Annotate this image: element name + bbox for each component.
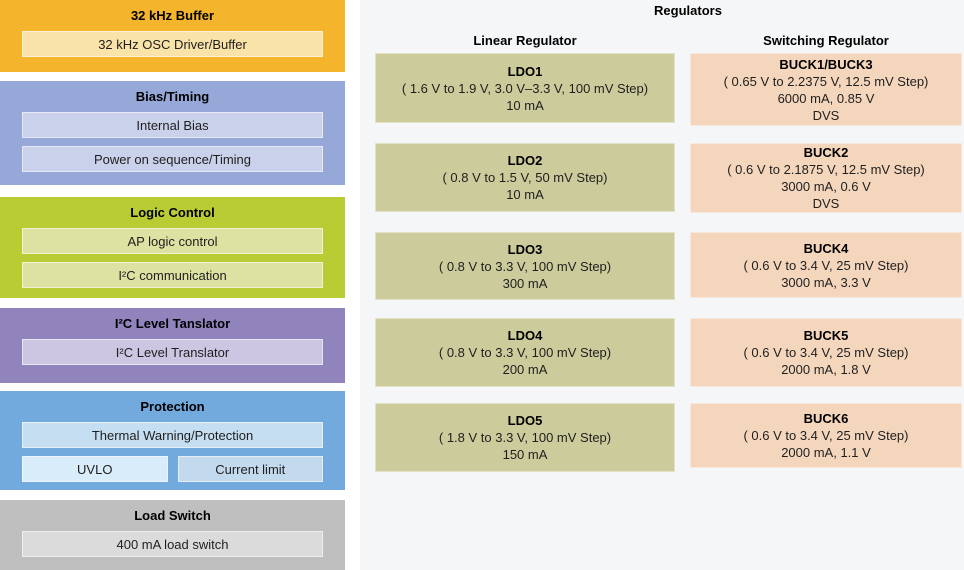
- regulator-name: BUCK4: [803, 240, 849, 256]
- regulator-spec-line: 10 mA: [506, 187, 544, 202]
- regulator-spec-line: ( 0.8 V to 3.3 V, 100 mV Step): [438, 258, 612, 274]
- regulator-spec-line: ( 0.6 V to 3.4 V, 25 mV Step): [743, 428, 909, 443]
- regulator-box-ldo2: LDO2 ( 0.8 V to 1.5 V, 50 mV Step) 10 mA: [375, 143, 675, 212]
- block-item-i-c-level-translator: I²C Level Translator: [22, 339, 323, 365]
- regulator-box-buck6: BUCK6 ( 0.6 V to 3.4 V, 25 mV Step) 2000 m…: [690, 403, 962, 468]
- regulator-name: LDO2: [507, 153, 543, 168]
- regulator-name: LDO5: [507, 413, 543, 428]
- regulator-spec-line: 6000 mA, 0.85 V: [777, 90, 875, 106]
- block-item-ap-logic-control: AP logic control: [22, 228, 323, 254]
- block-item-i-c-communication: I²C communication: [22, 262, 323, 288]
- block-item-32-khz-osc-driver-buffer: 32 kHz OSC Driver/Buffer: [22, 31, 323, 57]
- regulator-name: BUCK1/BUCK3: [779, 56, 873, 72]
- regulator-box-buck4: BUCK4( 0.6 V to 3.4 V, 25 mV Step)3000 m…: [690, 232, 962, 298]
- regulator-spec-line: 2000 mA, 1.8 V: [781, 362, 871, 377]
- regulator-name: LDO1: [507, 63, 543, 79]
- block-title: 32 kHz Buffer: [130, 8, 215, 23]
- regulator-spec-line: 300 mA: [502, 275, 548, 291]
- block-title: Logic Control: [130, 205, 215, 220]
- regulator-spec-line: ( 0.6 V to 2.1875 V, 12.5 mV Step): [727, 162, 925, 177]
- regulator-spec-line: 3000 mA, 0.6 V: [781, 179, 871, 194]
- block-32-khz-buffer: 32 kHz Buffer 32 kHz OSC Driver/Buffer: [0, 0, 345, 72]
- regulator-box-ldo3: LDO3( 0.8 V to 3.3 V, 100 mV Step)300 mA: [375, 232, 675, 300]
- regulator-name: LDO4: [507, 328, 543, 343]
- regulator-spec-line: ( 0.6 V to 3.4 V, 25 mV Step): [743, 345, 909, 360]
- regulator-box-buck5: BUCK5 ( 0.6 V to 3.4 V, 25 mV Step) 2000 m…: [690, 318, 962, 387]
- regulator-spec-line: 3000 mA, 3.3 V: [781, 274, 871, 290]
- regulator-name: BUCK6: [803, 411, 849, 426]
- block-split-row: UVLO Current limit: [22, 456, 323, 482]
- regulator-name: BUCK5: [803, 328, 849, 343]
- block-item-internal-bias: Internal Bias: [22, 112, 323, 138]
- regulator-spec-line: 10 mA: [506, 97, 544, 113]
- block-title: Bias/Timing: [135, 89, 210, 104]
- block-item-uvlo: UVLO: [22, 456, 168, 482]
- regulator-box-ldo5: LDO5 ( 1.8 V to 3.3 V, 100 mV Step) 150 mA: [375, 403, 675, 472]
- regulator-spec-line: ( 0.65 V to 2.2375 V, 12.5 mV Step): [723, 73, 929, 89]
- regulator-spec-line: ( 0.6 V to 3.4 V, 25 mV Step): [743, 257, 909, 273]
- block-load-switch: Load Switch 400 mA load switch: [0, 500, 345, 570]
- regulator-spec-line: ( 1.6 V to 1.9 V, 3.0 V–3.3 V, 100 mV St…: [401, 80, 649, 96]
- regulator-spec-line: ( 1.8 V to 3.3 V, 100 mV Step): [438, 430, 612, 445]
- block-item-power-on-sequence-timing: Power on sequence/Timing: [22, 146, 323, 172]
- block-item-thermal-warning-protection: Thermal Warning/Protection: [22, 422, 323, 448]
- regulator-name: LDO3: [507, 241, 543, 257]
- block-title: Protection: [140, 399, 205, 414]
- regulators-panel: Regulators Linear Regulator Switching Re…: [360, 0, 964, 570]
- block-title: I²C Level Tanslator: [114, 316, 231, 331]
- regulator-spec-line: 200 mA: [502, 362, 548, 377]
- block-item-current-limit: Current limit: [177, 456, 323, 482]
- regulator-name: BUCK2: [803, 145, 849, 160]
- regulator-box-ldo1: LDO1( 1.6 V to 1.9 V, 3.0 V–3.3 V, 100 m…: [375, 53, 675, 123]
- linear-regulator-header: Linear Regulator: [473, 33, 577, 48]
- regulator-box-buck2: BUCK2 ( 0.6 V to 2.1875 V, 12.5 mV Step) 3…: [690, 143, 962, 213]
- regulators-title: Regulators: [654, 3, 722, 18]
- block-item-400-ma-load-switch: 400 mA load switch: [22, 531, 323, 557]
- regulator-spec-line: 2000 mA, 1.1 V: [781, 445, 871, 460]
- regulator-spec-line: ( 0.8 V to 3.3 V, 100 mV Step): [438, 345, 612, 360]
- switching-regulator-header: Switching Regulator: [763, 33, 889, 48]
- regulator-box-buck1-buck3: BUCK1/BUCK3( 0.65 V to 2.2375 V, 12.5 mV…: [690, 53, 962, 126]
- block-title: Load Switch: [134, 508, 211, 523]
- regulator-box-ldo4: LDO4 ( 0.8 V to 3.3 V, 100 mV Step) 200 mA: [375, 318, 675, 387]
- regulator-spec-line: DVS: [812, 107, 840, 123]
- regulator-spec-line: 150 mA: [502, 447, 548, 462]
- regulator-spec-line: DVS: [812, 196, 840, 211]
- regulator-spec-line: ( 0.8 V to 1.5 V, 50 mV Step): [442, 170, 608, 185]
